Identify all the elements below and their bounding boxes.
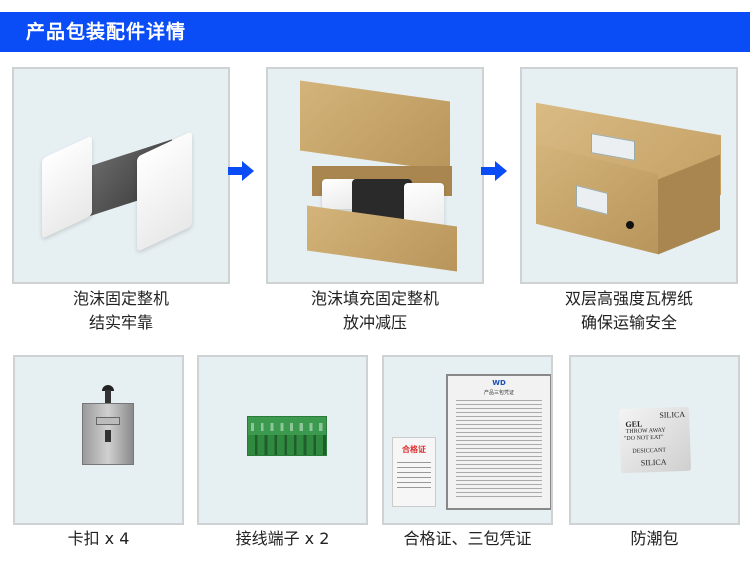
silica-gel-packet: SILICA GEL THROW AWAY "DO NOT EAT" DESIC… [618, 406, 692, 474]
warranty-certificate: WD 产品三包凭证 [446, 374, 551, 510]
open-carton-illustration [292, 80, 462, 272]
qualification-card: 合格证 [392, 437, 436, 507]
step-image-open-carton [266, 67, 484, 284]
accessory-image-terminal-block [197, 355, 368, 525]
step-image-closed-carton [520, 67, 738, 284]
arrow-right-icon [228, 161, 254, 181]
section-title: 产品包装配件详情 [26, 21, 187, 43]
arrow-right-icon [481, 161, 507, 181]
mounting-clip-illustration [82, 385, 134, 465]
step-caption-2: 泡沫填充固定整机 放冲减压 [310, 289, 439, 332]
accessory-caption-3: 合格证、三包凭证 [403, 529, 532, 548]
accessory-caption-1: 卡扣 x 4 [67, 529, 130, 548]
section-header: 产品包装配件详情 [0, 12, 750, 52]
terminal-block-illustration [247, 416, 327, 456]
accessory-image-certificates: 合格证 WD 产品三包凭证 [382, 355, 553, 525]
accessory-image-mounting-clip [13, 355, 184, 525]
closed-carton-illustration [536, 102, 726, 255]
step-caption-3: 双层高强度瓦楞纸 确保运输安全 [564, 289, 693, 332]
accessory-caption-4: 防潮包 [630, 529, 679, 548]
step-caption-1: 泡沫固定整机 结实牢靠 [72, 289, 169, 332]
step-image-foam-wrapped-device [12, 67, 230, 284]
accessory-image-silica-gel: SILICA GEL THROW AWAY "DO NOT EAT" DESIC… [569, 355, 740, 525]
foam-wrapped-device-illustration [42, 99, 202, 252]
accessory-caption-2: 接线端子 x 2 [235, 529, 330, 548]
